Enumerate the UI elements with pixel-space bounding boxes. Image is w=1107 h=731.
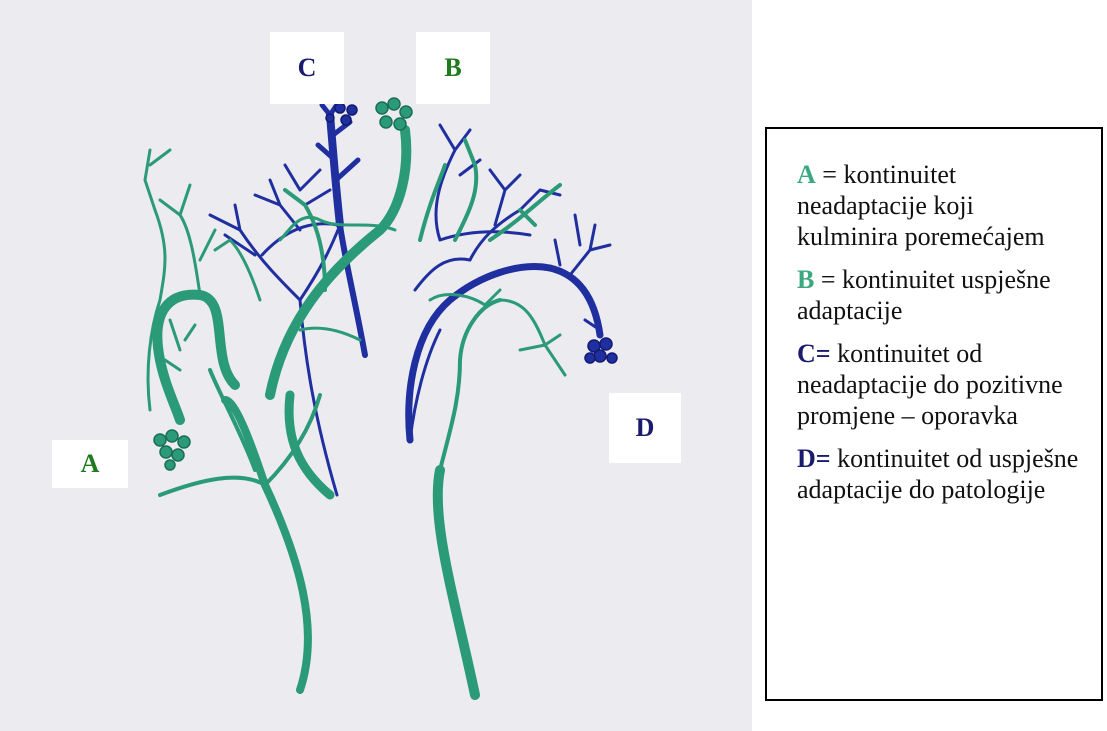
label-a: A xyxy=(52,440,128,488)
label-c-text: C xyxy=(298,53,317,83)
legend-entry-a: A = kontinuitet neadaptacije koji kulmin… xyxy=(797,159,1081,252)
legend-key-d: D= xyxy=(797,444,831,473)
legend-text-c: kontinuitet od neadaptacije do pozitivne… xyxy=(797,339,1063,430)
legend-box: A = kontinuitet neadaptacije koji kulmin… xyxy=(765,127,1103,701)
label-a-text: A xyxy=(81,449,100,479)
label-d-text: D xyxy=(636,413,655,443)
legend-key-b: B xyxy=(797,265,814,294)
legend-sep-b: = xyxy=(814,265,842,294)
label-b: B xyxy=(416,32,490,104)
legend-entry-d: D= kontinuitet od uspješne adaptacije do… xyxy=(797,443,1081,505)
label-c: C xyxy=(270,32,344,104)
tree-drawing: A B C D xyxy=(0,0,752,731)
legend-entry-c: C= kontinuitet od neadaptacije do poziti… xyxy=(797,338,1081,431)
legend-key-c: C= xyxy=(797,339,831,368)
label-d: D xyxy=(609,393,681,463)
legend-entry-b: B = kontinuitet uspješne adaptacije xyxy=(797,264,1081,326)
label-b-text: B xyxy=(444,53,461,83)
tree-illustration xyxy=(0,0,752,731)
legend-key-a: A xyxy=(797,160,816,189)
legend-sep-a: = xyxy=(816,160,844,189)
legend-text-d: kontinuitet od uspješne adaptacije do pa… xyxy=(797,444,1078,504)
